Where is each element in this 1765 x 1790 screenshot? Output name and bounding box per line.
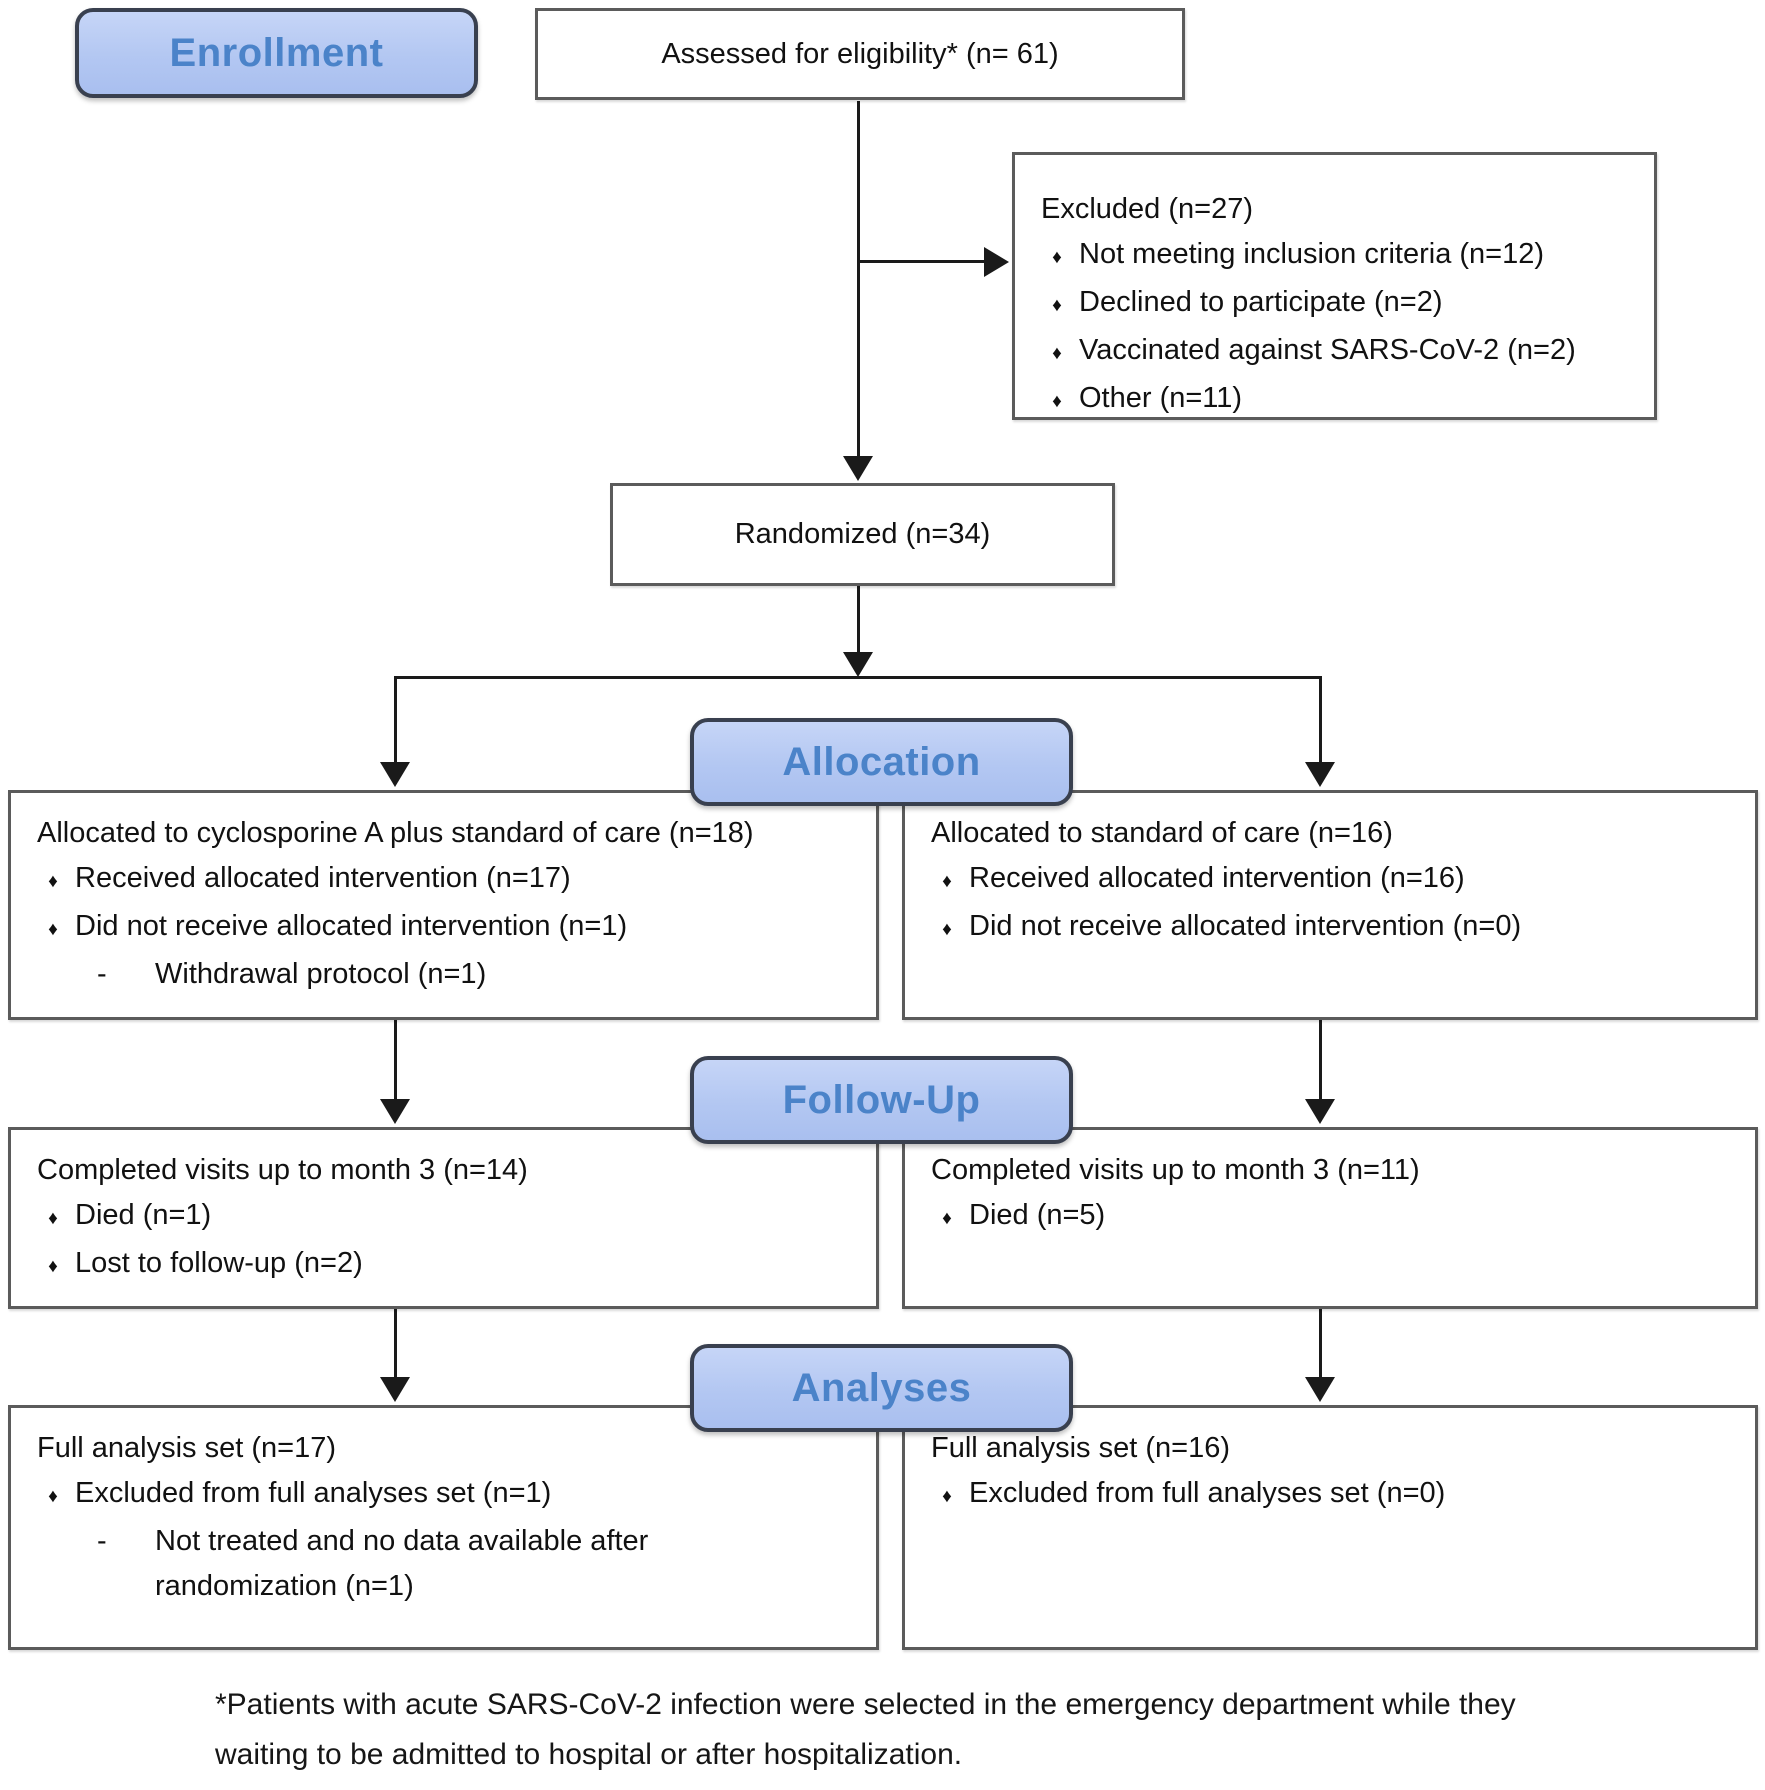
followup-left-box: Completed visits up to month 3 (n=14) ♦ D…: [8, 1127, 879, 1309]
followup-right-title: Completed visits up to month 3 (n=11): [931, 1154, 1420, 1186]
connector-assessed-to-randomized: [857, 101, 860, 459]
followup-right-items: ♦ Died (n=5): [931, 1193, 1731, 1241]
stage-label-allocation: Allocation: [690, 718, 1073, 806]
item-text: Withdrawal protocol (n=1): [155, 958, 487, 990]
item-text: Died (n=5): [969, 1199, 1106, 1231]
item-text: Lost to follow-up (n=2): [75, 1247, 363, 1279]
allocation-left-box: Allocated to cyclosporine A plus standar…: [8, 790, 879, 1020]
excluded-box: Excluded (n=27) ♦ Not meeting inclusion c…: [1012, 152, 1657, 420]
stage-label-followup: Follow-Up: [690, 1056, 1073, 1144]
excluded-box-items: ♦ Not meeting inclusion criteria (n=12) ♦ D…: [1041, 232, 1630, 424]
item-text: Did not receive allocated intervention (…: [969, 910, 1522, 942]
bullet-item: ♦ Not meeting inclusion criteria (n=12): [1041, 232, 1630, 280]
branch-right-drop: [1319, 676, 1322, 762]
connector-randomized-to-branch: [857, 586, 860, 652]
item-text: Not meeting inclusion criteria (n=12): [1079, 238, 1545, 270]
arrowhead-into-randomized: [843, 456, 873, 481]
allocation-right-title: Allocated to standard of care (n=16): [931, 817, 1393, 849]
bullet-item: ♦ Did not receive allocated intervention …: [931, 904, 1731, 952]
analysis-left-title: Full analysis set (n=17): [37, 1432, 336, 1464]
allocation-right-box: Allocated to standard of care (n=16) ♦ Re…: [902, 790, 1758, 1020]
diamond-bullet-icon: ♦: [1052, 391, 1062, 412]
stage-label-followup-text: Follow-Up: [782, 1077, 981, 1122]
connector-followup-to-analysis-right: [1319, 1309, 1322, 1379]
item-text: Declined to participate (n=2): [1079, 286, 1443, 318]
assessed-box-text: Assessed for eligibility* (n= 61): [661, 37, 1059, 70]
analysis-left-box: Full analysis set (n=17) ♦ Excluded from …: [8, 1405, 879, 1650]
diamond-bullet-icon: ♦: [48, 919, 58, 940]
diamond-bullet-icon: ♦: [1052, 343, 1062, 364]
bullet-item: ♦ Did not receive allocated intervention …: [37, 904, 852, 952]
arrowhead-into-followup-left: [380, 1099, 410, 1124]
footnote-line-2: waiting to be admitted to hospital or af…: [215, 1738, 963, 1771]
followup-left-items: ♦ Died (n=1) ♦ Lost to follow-up (n=2): [37, 1193, 852, 1289]
diamond-bullet-icon: ♦: [48, 1486, 58, 1507]
footnote-line-1: *Patients with acute SARS-CoV-2 infectio…: [215, 1688, 1516, 1721]
diamond-bullet-icon: ♦: [48, 1208, 58, 1229]
assessed-box: Assessed for eligibility* (n= 61): [535, 8, 1185, 100]
branch-left-drop: [394, 676, 397, 762]
item-text: Not treated and no data available after …: [155, 1525, 649, 1602]
bullet-item: ♦ Died (n=5): [931, 1193, 1731, 1241]
bullet-item: ♦ Excluded from full analyses set (n=1): [37, 1471, 852, 1519]
diamond-bullet-icon: ♦: [942, 1486, 952, 1507]
arrowhead-into-excluded: [984, 247, 1009, 277]
stage-label-analyses-text: Analyses: [791, 1365, 972, 1410]
diamond-bullet-icon: ♦: [48, 871, 58, 892]
bullet-item: ♦ Received allocated intervention (n=17): [37, 856, 852, 904]
followup-right-box: Completed visits up to month 3 (n=11) ♦ D…: [902, 1127, 1758, 1309]
stage-label-allocation-text: Allocation: [782, 739, 981, 784]
bullet-item: ♦ Died (n=1): [37, 1193, 852, 1241]
dash-marker: -: [97, 958, 107, 990]
bullet-item: ♦ Excluded from full analyses set (n=0): [931, 1471, 1731, 1519]
stage-label-enrollment: Enrollment: [75, 8, 478, 98]
bullet-item: ♦ Vaccinated against SARS-CoV-2 (n=2): [1041, 328, 1630, 376]
arrowhead-at-branch: [843, 652, 873, 677]
allocation-left-title: Allocated to cyclosporine A plus standar…: [37, 817, 754, 849]
item-text: Excluded from full analyses set (n=0): [969, 1477, 1446, 1509]
followup-left-title: Completed visits up to month 3 (n=14): [37, 1154, 528, 1186]
arrowhead-into-analysis-left: [380, 1377, 410, 1402]
excluded-box-title: Excluded (n=27): [1041, 193, 1253, 225]
bullet-item: ♦ Declined to participate (n=2): [1041, 280, 1630, 328]
dash-marker: -: [97, 1525, 107, 1557]
randomized-box: Randomized (n=34): [610, 483, 1115, 586]
arrowhead-into-allocation-left: [380, 762, 410, 787]
bullet-item: ♦ Received allocated intervention (n=16): [931, 856, 1731, 904]
diamond-bullet-icon: ♦: [1052, 295, 1062, 316]
connector-to-excluded: [858, 260, 986, 263]
diamond-bullet-icon: ♦: [1052, 247, 1062, 268]
bullet-item: ♦ Lost to follow-up (n=2): [37, 1241, 852, 1289]
diamond-bullet-icon: ♦: [48, 1256, 58, 1277]
item-text: Died (n=1): [75, 1199, 212, 1231]
item-text: Excluded from full analyses set (n=1): [75, 1477, 552, 1509]
connector-allocation-to-followup-right: [1319, 1020, 1322, 1100]
diamond-bullet-icon: ♦: [942, 871, 952, 892]
item-text: Vaccinated against SARS-CoV-2 (n=2): [1079, 334, 1576, 366]
analysis-right-box: Full analysis set (n=16) ♦ Excluded from …: [902, 1405, 1758, 1650]
branch-line: [394, 676, 1322, 679]
stage-label-enrollment-text: Enrollment: [169, 30, 384, 75]
arrowhead-into-analysis-right: [1305, 1377, 1335, 1402]
analysis-right-title: Full analysis set (n=16): [931, 1432, 1230, 1464]
randomized-box-text: Randomized (n=34): [734, 518, 991, 550]
connector-followup-to-analysis-left: [394, 1309, 397, 1379]
analysis-right-items: ♦ Excluded from full analyses set (n=0): [931, 1471, 1731, 1519]
arrowhead-into-followup-right: [1305, 1099, 1335, 1124]
sub-item: - Not treated and no data available after…: [37, 1519, 852, 1609]
diamond-bullet-icon: ♦: [942, 919, 952, 940]
stage-label-analyses: Analyses: [690, 1344, 1073, 1432]
allocation-left-items: ♦Received allocated intervention (n=17)♦…: [37, 856, 852, 997]
allocation-right-items: ♦Received allocated intervention (n=16)♦…: [931, 856, 1731, 952]
item-text: Received allocated intervention (n=16): [969, 862, 1465, 894]
arrowhead-into-allocation-right: [1305, 762, 1335, 787]
item-text: Received allocated intervention (n=17): [75, 862, 571, 894]
connector-allocation-to-followup-left: [394, 1020, 397, 1100]
item-text: Did not receive allocated intervention (…: [75, 910, 628, 942]
item-text: Other (n=11): [1079, 382, 1243, 414]
sub-item: - Withdrawal protocol (n=1): [37, 952, 852, 997]
bullet-item: ♦ Other (n=11): [1041, 376, 1630, 424]
analysis-left-items: ♦ Excluded from full analyses set (n=1) - N…: [37, 1471, 852, 1609]
diamond-bullet-icon: ♦: [942, 1208, 952, 1229]
